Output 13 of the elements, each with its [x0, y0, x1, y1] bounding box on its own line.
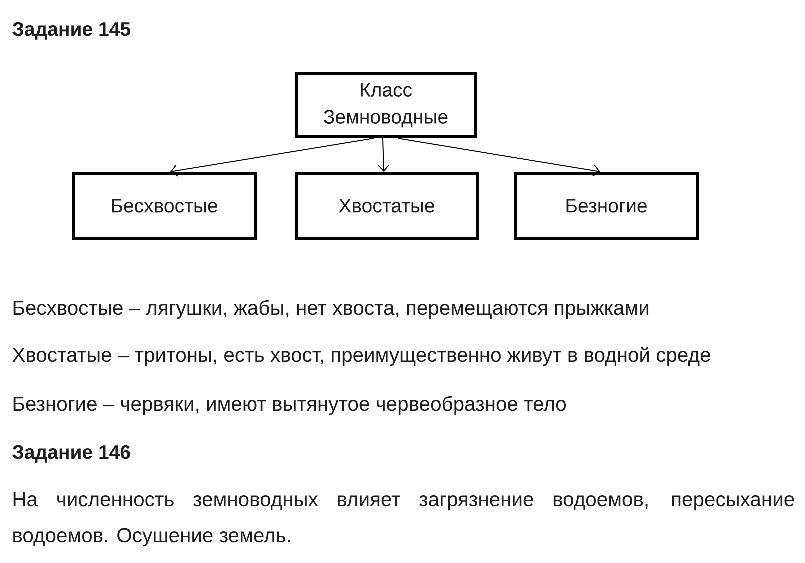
- paragraph: На численность земноводных влияет загрязнение водоемов, пересыхание водоемов. Осушение земель.: [14, 492, 794, 547]
- text-line: Бесхвостые – лягушки, жабы, нет хвоста, перемещаются прыжками: [14, 300, 649, 320]
- text-line: Хвостатые – тритоны, есть хвост, преимущественно живут в водной среде: [12, 347, 710, 366]
- text-line: Безногие – червяки, имеют вытянутое червеобразное тело: [14, 396, 566, 416]
- heading: Задание 145: [12, 22, 130, 40]
- category-box: Класс Земноводные: [295, 72, 477, 138]
- arrow: [170, 138, 374, 177]
- heading: Задание 146: [12, 445, 130, 463]
- arrow: [398, 138, 600, 177]
- category-box: Хвостатые: [295, 172, 479, 240]
- arrow: [378, 138, 390, 172]
- category-box: Бесхвостые: [72, 172, 257, 240]
- category-box: Безногие: [514, 172, 699, 240]
